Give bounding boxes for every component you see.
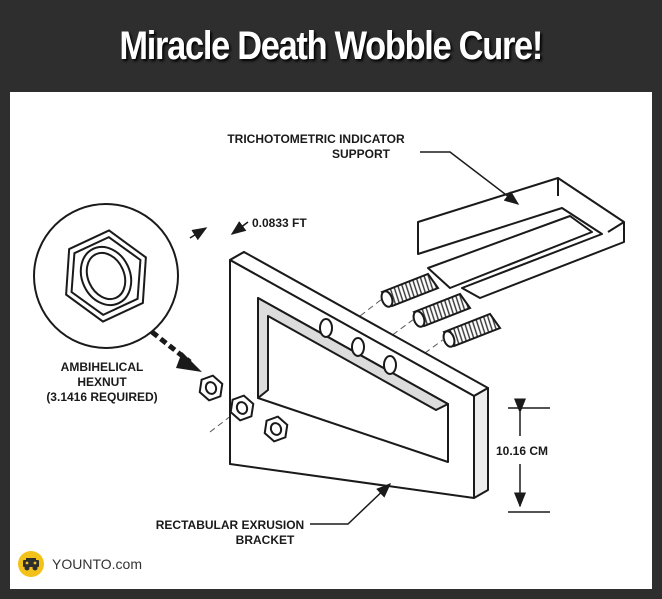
brand-footer[interactable]: YOUNTO.com <box>18 551 142 577</box>
u-support <box>417 177 625 299</box>
diagram-drawing <box>33 151 625 525</box>
leader-lines <box>189 151 520 525</box>
extrusion-bracket <box>229 251 489 499</box>
hexnut-label: AMBIHELICAL HEXNUT (3.1416 REQUIRED) <box>32 360 172 405</box>
hexnut-label-line1: AMBIHELICAL <box>60 360 144 374</box>
hex-nuts <box>198 374 289 443</box>
support-label: TRICHOTOMETRIC INDICATOR SUPPORT <box>206 132 426 162</box>
detail-arrow <box>150 330 202 372</box>
brand-name: YOUNTO.com <box>52 556 142 572</box>
bracket-label-line1: RECTABULAR EXRUSION <box>155 518 305 532</box>
height-dimension <box>508 398 550 513</box>
hexnut-label-line2: HEXNUT <box>77 375 127 389</box>
banner-title: Miracle Death Wobble Cure! <box>119 23 544 68</box>
height-label: 10.16 CM <box>496 444 549 458</box>
threaded-rods <box>380 272 502 348</box>
diagram-panel: TRICHOTOMETRIC INDICATOR SUPPORT 0.0833 … <box>10 92 652 589</box>
banner: Miracle Death Wobble Cure! <box>0 0 662 92</box>
hexnut-detail-circle <box>33 203 179 349</box>
bracket-label: RECTABULAR EXRUSION BRACKET <box>130 518 330 548</box>
hexnut-label-line3: (3.1416 REQUIRED) <box>46 390 158 404</box>
thickness-label: 0.0833 FT <box>252 216 307 230</box>
bracket-label-line2: BRACKET <box>235 533 295 547</box>
jeep-icon <box>18 551 44 577</box>
support-label-line2: SUPPORT <box>331 147 390 161</box>
support-label-line1: TRICHOTOMETRIC INDICATOR <box>227 132 405 146</box>
